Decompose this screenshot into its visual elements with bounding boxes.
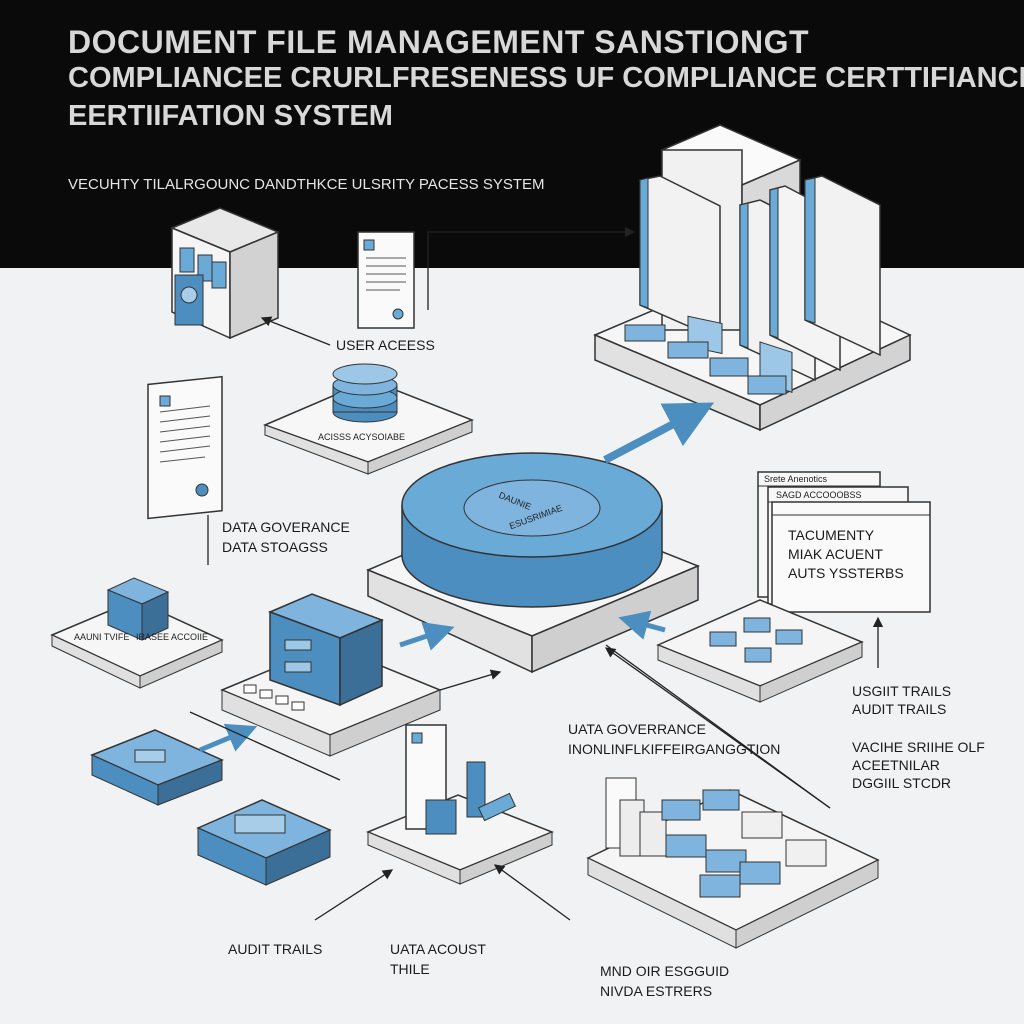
blue-storage-box-2 bbox=[196, 799, 332, 886]
label-access-storage: ACISSS ACYSOIABE bbox=[318, 432, 406, 442]
label-audit-trails-left: AUDIT TRAILS bbox=[228, 941, 323, 957]
label-mnd-2: NIVDA ESTRERS bbox=[600, 983, 713, 999]
label-small-platform-2: IRASEE ACCOIIE bbox=[136, 632, 209, 642]
small-cube-platform bbox=[50, 577, 224, 689]
label-uata-governance: UATA GOVERRANCE bbox=[568, 721, 706, 737]
window-text-2: MIAK ACUENT bbox=[788, 546, 883, 562]
label-user-access: USER ACEESS bbox=[336, 337, 435, 353]
window-text-1: TACUMENTY bbox=[788, 527, 875, 543]
label-vacihe-3: DGGIIL STCDR bbox=[852, 775, 952, 791]
label-data-storage: DATA STOAGSS bbox=[222, 539, 328, 555]
title-line-1: DOCUMENT FILE MANAGEMENT SANSTIONGT bbox=[68, 24, 810, 60]
label-data-governance: DATA GOVERANCE bbox=[222, 519, 350, 535]
window-text-3: AUTS YSSTERBS bbox=[788, 565, 904, 581]
window-mid-title: SAGD ACCOOOBSS bbox=[776, 490, 862, 500]
document-icon-top bbox=[357, 231, 415, 329]
server-cube-platform bbox=[220, 593, 442, 757]
blue-storage-box-1 bbox=[90, 729, 224, 806]
audit-tools-platform bbox=[366, 724, 555, 885]
label-usgiit-trails: USGIIT TRAILS bbox=[852, 683, 952, 699]
label-inonl: INONLINFLKIFFEIRGANGGTION bbox=[568, 741, 781, 757]
audit-tiles-platform bbox=[656, 599, 864, 703]
label-uata-acoust: UATA ACOUST bbox=[390, 941, 486, 957]
label-vacihe-1: VACIHE SRIIHE OLF bbox=[852, 739, 985, 755]
label-audit-trails-right: AUDIT TRAILS bbox=[852, 701, 947, 717]
label-vacihe-2: ACEETNILAR bbox=[852, 757, 940, 773]
title-line-2: COMPLIANCEE CRURLFRESENESS UF COMPLIANCE… bbox=[68, 62, 1024, 94]
access-storage-platform bbox=[262, 363, 475, 475]
access-terminal bbox=[170, 207, 280, 340]
title-line-3: EERTIIFATION SYSTEM bbox=[68, 100, 393, 132]
report-windows bbox=[757, 471, 931, 613]
label-thile: THILE bbox=[390, 961, 430, 977]
document-icon-left bbox=[147, 375, 223, 520]
records-platform bbox=[586, 777, 880, 949]
header-banner: DOCUMENT FILE MANAGEMENT SANSTIONGT COMP… bbox=[0, 0, 1024, 268]
label-small-platform-1: AAUNI TVIFE bbox=[74, 632, 130, 642]
binder-1 bbox=[639, 175, 723, 355]
subtitle: VECUHTY TILALRGOUNC DANDTHKCE ULSRITY PA… bbox=[68, 176, 545, 193]
label-mnd-1: MND OIR ESGGUID bbox=[600, 963, 730, 979]
server-rack-cluster bbox=[593, 124, 912, 432]
central-core-platform bbox=[366, 452, 700, 674]
window-back-title: Srete Anenotics bbox=[764, 474, 828, 484]
binder-4 bbox=[804, 175, 881, 357]
